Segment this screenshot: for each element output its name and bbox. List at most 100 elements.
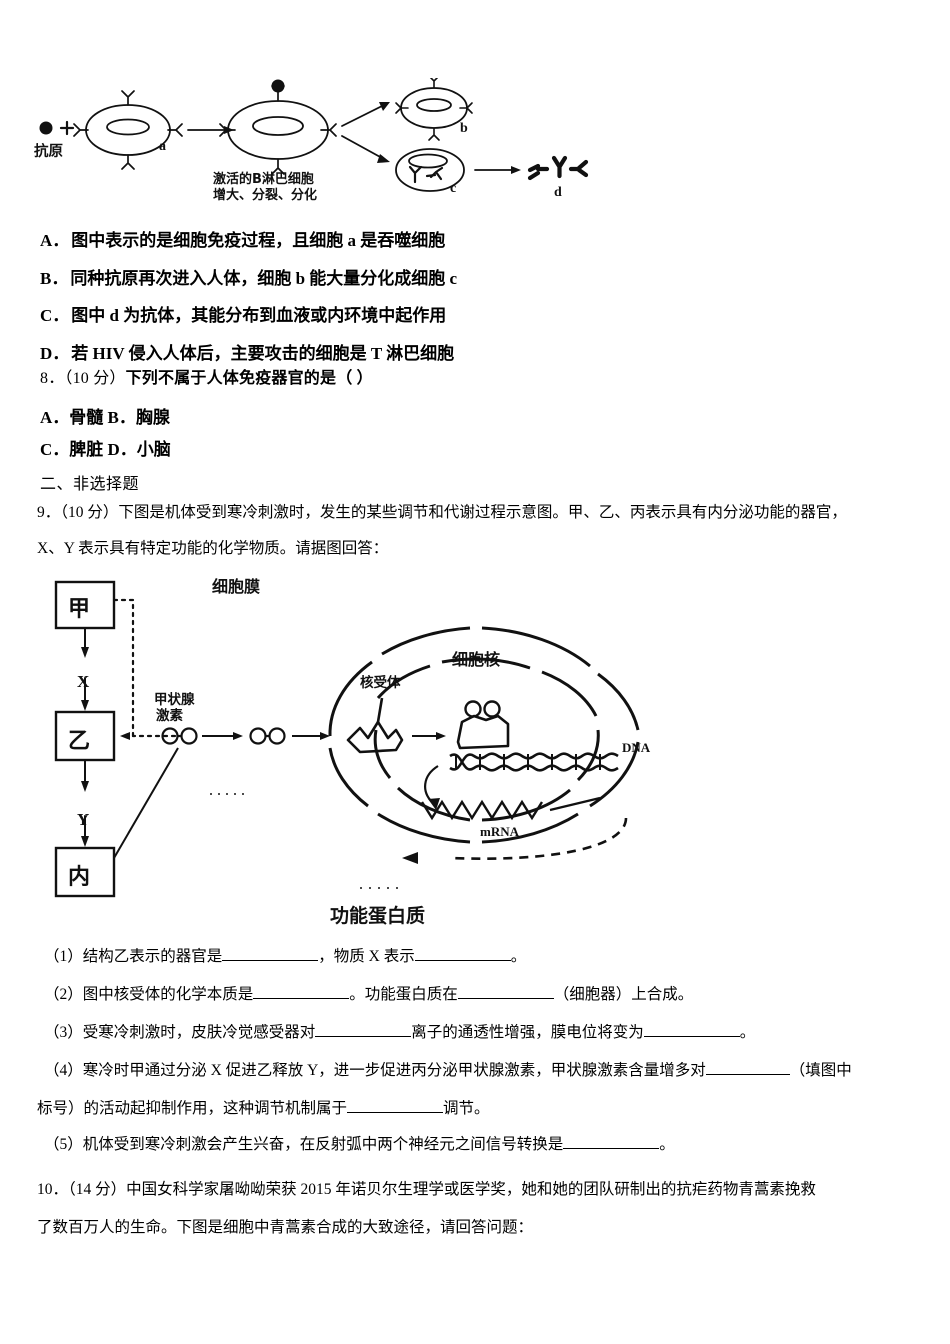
answer-blank-2b[interactable] <box>457 998 554 999</box>
option-d-letter: D． <box>40 343 70 363</box>
cell-b-label: b <box>460 121 468 136</box>
box-jia-label: 甲 <box>68 597 90 622</box>
nucleus-arc-5 <box>481 788 571 822</box>
feedback-arrowhead <box>120 732 130 740</box>
subquestion-4-part-4: 调节。 <box>443 1100 490 1117</box>
subquestion-1-part-2: ，物质 X 表示 <box>318 948 415 965</box>
antigen-label: 抗原 <box>34 142 63 160</box>
question8-options-line1: A．骨髓 B．胸腺 <box>40 408 170 427</box>
substance-y-label: Y <box>77 810 89 829</box>
option-a: A．图中表示的是细胞免疫过程，且细胞 a 是吞噬细胞 <box>40 228 457 254</box>
subquestion-4-part-3: 标号）的活动起抑制作用，这种调节机制属于 <box>37 1100 348 1117</box>
cell-a <box>85 104 171 156</box>
box-nei-rect <box>54 846 116 898</box>
cell-membrane-arc-5 <box>589 741 640 808</box>
nuclear-receptor-label: 核受体 <box>360 674 401 691</box>
question9-stem-line1: 9．（10 分）下图是机体受到寒冷刺激时，发生的某些调节和代谢过程示意图。甲、乙… <box>37 501 847 526</box>
question8-number: 8． <box>40 370 65 387</box>
subquestion-1-number: （1） <box>44 948 83 965</box>
option-b-letter: B． <box>40 268 69 288</box>
mrna-label: mRNA <box>480 824 520 839</box>
option-d-text: 若 HIV 侵入人体后，主要攻击的细胞是 T 淋巴细胞 <box>71 343 455 363</box>
thyroid-hormone-label-line2: 激素 <box>156 707 183 724</box>
answer-blank-1b[interactable] <box>414 960 511 961</box>
question10-stem-text1: 中国女科学家屠呦呦荣获 2015 年诺贝尔生理学或医学奖，她和她的团队研制出的抗… <box>126 1181 816 1198</box>
cell-membrane-label: 细胞膜 <box>212 577 260 596</box>
nucleus-label: 细胞核 <box>452 650 500 669</box>
subquestion-2-part-2: 。功能蛋白质在 <box>349 986 458 1003</box>
question8-options-line2: C．脾脏 D．小脑 <box>40 440 171 459</box>
question9-stem-text1: 下图是机体受到寒冷刺激时，发生的某些调节和代谢过程示意图。甲、乙、丙表示具有内分… <box>118 504 847 521</box>
question9-number: 9． <box>37 504 61 521</box>
bound-antigen-dot <box>271 79 285 93</box>
hormone-molecule-4 <box>268 727 286 745</box>
option-b: B．同种抗原再次进入人体，细胞 b 能大量分化成细胞 c <box>40 266 457 292</box>
question8-score: （10 分） <box>64 370 126 387</box>
answer-blank-3b[interactable] <box>643 1036 740 1037</box>
answer-blank-2a[interactable] <box>253 998 350 999</box>
question10-number: 10． <box>37 1181 69 1198</box>
question8-stem: 下列不属于人体免疫器官的是（ ） <box>125 370 373 387</box>
answer-blank-5a[interactable] <box>563 1148 660 1149</box>
subquestion-3-number: （3） <box>44 1024 83 1041</box>
subquestion-1-part-3: 。 <box>510 948 527 965</box>
answer-blank-3a[interactable] <box>315 1036 412 1037</box>
option-a-letter: A． <box>40 231 70 250</box>
antibody-d-label: d <box>554 185 562 200</box>
subquestion-5-number: （5） <box>44 1136 83 1153</box>
subquestion-5: （5）机体受到寒冷刺激会产生兴奋，在反射弧中两个神经元之间信号转换是。 <box>44 1133 675 1158</box>
question8: 8．（10 分）下列不属于人体免疫器官的是（ ） <box>40 367 373 392</box>
question9-stem-line2: X、Y 表示具有特定功能的化学物质。请据图回答： <box>37 540 389 557</box>
activated-label-line1: 激活的B淋巴细胞 <box>213 171 314 187</box>
cell-b <box>400 87 468 129</box>
nucleus-arc-1 <box>376 664 431 699</box>
question10-stem-line1: 10．（14 分）中国女科学家屠呦呦荣获 2015 年诺贝尔生理学或医学奖，她和… <box>37 1178 816 1203</box>
question10-score: （14 分） <box>68 1181 127 1198</box>
cell-a-label: a <box>159 139 166 154</box>
subquestion-3-part-3: 。 <box>739 1024 756 1041</box>
functional-protein-label: 功能蛋白质 <box>330 904 425 927</box>
nucleus-arc-4 <box>576 729 600 782</box>
subquestion-2-part-1: 图中核受体的化学本质是 <box>82 986 254 1003</box>
subquestion-5-part-1: 机体受到寒冷刺激会产生兴奋，在反射弧中两个神经元之间信号转换是 <box>82 1136 564 1153</box>
nucleus-arc-7 <box>373 729 392 779</box>
cell-c <box>395 148 465 192</box>
question8-stem-line: 8．（10 分）下列不属于人体免疫器官的是（ ） <box>40 367 373 392</box>
subquestion-4-number: （4） <box>44 1062 83 1079</box>
option-b-text: 同种抗原再次进入人体，细胞 b 能大量分化成细胞 c <box>70 268 458 288</box>
subquestion-3-part-1: 受寒冷刺激时，皮肤冷觉感受器对 <box>82 1024 316 1041</box>
antibody-group-d <box>527 155 589 181</box>
subquestion-1-part-1: 结构乙表示的器官是 <box>82 948 223 965</box>
question7-options: A．图中表示的是细胞免疫过程，且细胞 a 是吞噬细胞 B．同种抗原再次进入人体，… <box>40 228 457 366</box>
mrna-strand <box>420 799 544 821</box>
question10-stem-line2: 了数百万人的生命。下图是细胞中青蒿素合成的大致途径，请回答问题： <box>37 1219 534 1236</box>
answer-blank-4a[interactable] <box>705 1074 790 1075</box>
cell-membrane-arc-3 <box>481 626 591 668</box>
question9-score: （10 分） <box>60 504 119 521</box>
cell-membrane-arc-7 <box>377 812 471 844</box>
option-c-letter: C． <box>40 306 70 325</box>
option-c: C．图中 d 为抗体，其能分布到血液或内环境中起作用 <box>40 303 457 329</box>
nucleus-arc-3 <box>541 670 598 717</box>
subquestion-3-part-2: 离子的通透性增强，膜电位将变为 <box>411 1024 644 1041</box>
subquestion-2: （2）图中核受体的化学本质是 。功能蛋白质在 （细胞器）上合成。 <box>44 983 693 1008</box>
option-d: D．若 HIV 侵入人体后，主要攻击的细胞是 T 淋巴细胞 <box>40 341 457 367</box>
cell-membrane-arc-1 <box>328 660 373 737</box>
answer-blank-1a[interactable] <box>222 960 319 961</box>
nuclear-receptor-shape <box>346 720 404 754</box>
receptor-complex-shape <box>456 714 510 750</box>
subquestion-3: （3）受寒冷刺激时，皮肤冷觉感受器对 离子的通透性增强，膜电位将变为 。 <box>44 1021 755 1046</box>
cell-membrane-arc-6 <box>481 812 579 844</box>
hormone-molecule-2 <box>180 727 198 745</box>
dna-label: DNA <box>622 740 651 755</box>
translation-arrowhead <box>402 852 418 864</box>
answer-blank-4b[interactable] <box>347 1112 444 1113</box>
box-yi-label: 乙 <box>68 729 90 754</box>
option-a-text: 图中表示的是细胞免疫过程，且细胞 a 是吞噬细胞 <box>71 231 446 250</box>
subquestion-2-part-3: （细胞器）上合成。 <box>553 986 694 1003</box>
subquestion-2-number: （2） <box>44 986 83 1003</box>
antigen-dot <box>39 121 53 135</box>
box-nei-label: 内 <box>68 865 90 890</box>
subquestion-4-line1: （4）寒冷时甲通过分泌 X 促进乙释放 Y，进一步促进丙分泌甲状腺激素，甲状腺激… <box>44 1059 852 1084</box>
